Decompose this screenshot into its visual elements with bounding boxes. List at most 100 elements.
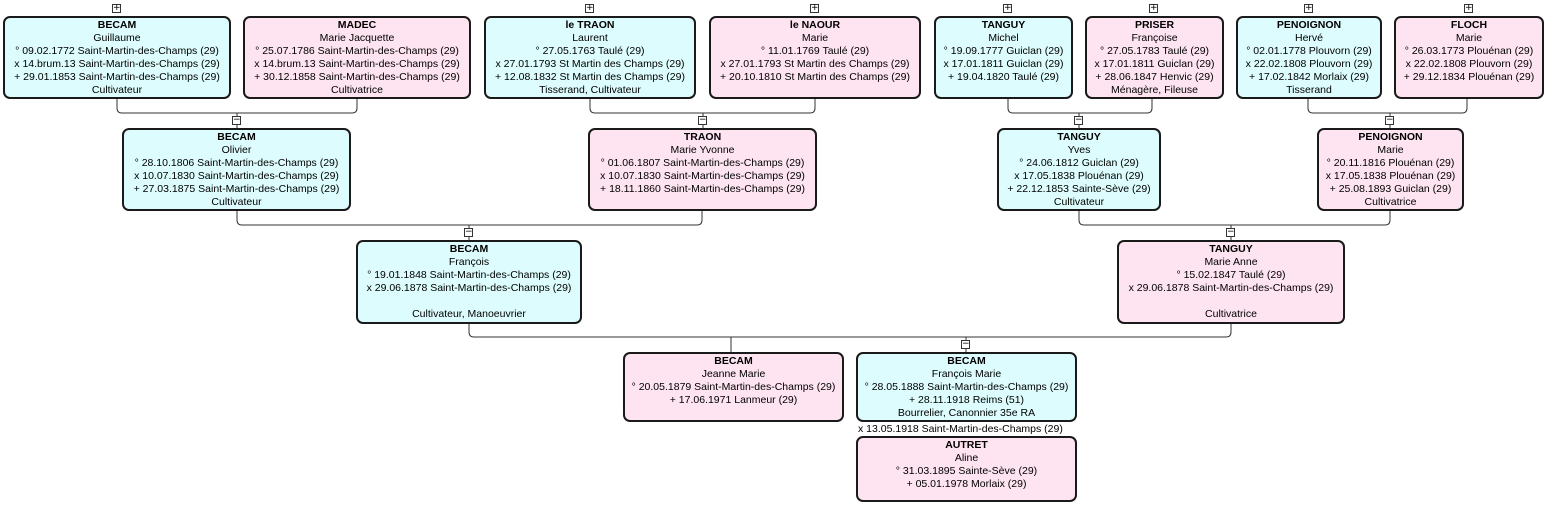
person-occupation: Cultivatrice — [1205, 308, 1257, 320]
person-death: + 28.11.1918 Reims (51) — [908, 394, 1025, 406]
person-occupation: Tisserand — [1286, 84, 1332, 96]
person-card[interactable]: BECAM Olivier ° 28.10.1806 Saint-Martin-… — [122, 128, 351, 211]
spouse-marriage: x 13.05.1918 Saint-Martin-des-Champs (29… — [858, 423, 1063, 435]
person-surname: TRAON — [683, 131, 722, 143]
expand-ancestors-button[interactable]: + — [585, 3, 594, 13]
person-card[interactable]: BECAM François ° 19.01.1848 Saint-Martin… — [356, 240, 582, 324]
expand-ancestors-button[interactable]: + — [1304, 3, 1313, 13]
person-marriage: x 17.01.1811 Guiclan (29) — [943, 58, 1064, 70]
person-given-name: Laurent — [572, 32, 608, 44]
person-card[interactable]: TANGUY Michel ° 19.09.1777 Guiclan (29) … — [934, 16, 1073, 99]
collapse-ancestors-button[interactable]: − — [1074, 115, 1083, 125]
person-birth: ° 19.01.1848 Saint-Martin-des-Champs (29… — [367, 269, 571, 281]
person-surname: FLOCH — [1450, 19, 1488, 31]
person-card[interactable]: PENOIGNON Hervé ° 02.01.1778 Plouvorn (2… — [1236, 16, 1382, 99]
collapse-ancestors-button[interactable]: − — [232, 115, 241, 125]
person-marriage: x 17.05.1838 Plouénan (29) — [1325, 170, 1456, 182]
person-marriage: x 22.02.1808 Plouvorn (29) — [1405, 58, 1533, 70]
person-card[interactable]: MADEC Marie Jacquette ° 25.07.1786 Saint… — [243, 16, 471, 99]
collapse-ancestors-button[interactable]: − — [698, 115, 707, 125]
person-card[interactable]: le TRAON Laurent ° 27.05.1763 Taulé (29)… — [484, 16, 696, 99]
person-birth: ° 28.05.1888 Saint-Martin-des-Champs (29… — [864, 381, 1069, 393]
person-occupation: Bourrelier, Canonnier 35e RA — [897, 407, 1036, 419]
person-birth: ° 11.01.1769 Taulé (29) — [760, 45, 870, 57]
person-card[interactable]: FLOCH Marie ° 26.03.1773 Plouénan (29) x… — [1394, 16, 1544, 99]
person-given-name: Guillaume — [93, 32, 141, 44]
person-marriage: x 29.06.1878 Saint-Martin-des-Champs (29… — [1128, 282, 1334, 294]
person-occupation: Tisserand, Cultivateur — [539, 84, 641, 96]
expand-ancestors-button[interactable]: + — [112, 3, 121, 13]
collapse-ancestors-button[interactable]: − — [961, 339, 970, 349]
person-surname: BECAM — [714, 355, 753, 367]
person-given-name: Françoise — [1131, 32, 1178, 44]
person-card[interactable]: PENOIGNON Marie ° 20.11.1816 Plouénan (2… — [1317, 128, 1464, 211]
person-marriage: x 14.brum.13 Saint-Martin-des-Champs (29… — [14, 58, 220, 70]
person-birth: ° 28.10.1806 Saint-Martin-des-Champs (29… — [134, 157, 339, 169]
person-marriage: x 10.07.1830 Saint-Martin-des-Champs (29… — [600, 170, 805, 182]
person-death: + 17.02.1842 Morlaix (29) — [1249, 71, 1369, 83]
person-card[interactable]: TANGUY Marie Anne ° 15.02.1847 Taulé (29… — [1117, 240, 1345, 324]
person-surname: le TRAON — [565, 19, 615, 31]
person-surname: BECAM — [97, 19, 137, 31]
person-surname: PENOIGNON — [1276, 19, 1342, 31]
collapse-ancestors-button[interactable]: − — [1226, 227, 1235, 237]
person-card[interactable]: PRISER Françoise ° 27.05.1783 Taulé (29)… — [1085, 16, 1224, 99]
person-given-name: François — [448, 256, 490, 268]
person-surname: PENOIGNON — [1358, 131, 1423, 143]
person-occupation: Ménagère, Fileuse — [1111, 84, 1198, 96]
person-given-name: Jeanne Marie — [701, 368, 766, 380]
person-occupation: Cultivatrice — [1364, 196, 1417, 208]
person-card[interactable]: TANGUY Yves ° 24.06.1812 Guiclan (29) x … — [997, 128, 1161, 211]
person-surname: le NAOUR — [789, 19, 841, 31]
person-surname: TANGUY — [981, 19, 1026, 31]
person-birth: ° 02.01.1778 Plouvorn (29) — [1246, 45, 1372, 57]
person-given-name: Michel — [988, 32, 1019, 44]
person-given-name: Marie Yvonne — [670, 144, 735, 156]
person-card[interactable]: BECAM Guillaume ° 09.02.1772 Saint-Marti… — [3, 16, 231, 99]
person-birth: ° 27.05.1763 Taulé (29) — [535, 45, 645, 57]
person-given-name: François Marie — [931, 368, 1002, 380]
person-marriage: x 22.02.1808 Plouvorn (29) — [1245, 58, 1373, 70]
spouse-card[interactable]: AUTRET Aline ° 31.03.1895 Sainte-Sève (2… — [856, 436, 1077, 502]
expand-ancestors-button[interactable]: + — [1003, 3, 1012, 13]
person-death — [1119, 295, 1343, 308]
person-given-name: Aline — [954, 452, 979, 464]
person-occupation: Cultivateur — [1053, 196, 1105, 208]
person-card[interactable]: le NAOUR Marie ° 11.01.1769 Taulé (29) x… — [709, 16, 921, 99]
collapse-ancestors-button[interactable]: − — [464, 227, 473, 237]
person-birth: ° 31.03.1895 Sainte-Sève (29) — [895, 465, 1038, 477]
person-given-name: Marie Jacquette — [319, 32, 395, 44]
person-card[interactable]: BECAM Jeanne Marie ° 20.05.1879 Saint-Ma… — [623, 352, 844, 422]
person-surname: PRISER — [1134, 19, 1175, 31]
person-death: + 27.03.1875 Saint-Martin-des-Champs (29… — [133, 183, 340, 195]
person-death: + 17.06.1971 Lanmeur (29) — [669, 394, 798, 406]
person-birth: ° 09.02.1772 Saint-Martin-des-Champs (29… — [15, 45, 219, 57]
person-death: + 18.11.1860 Saint-Martin-des-Champs (29… — [600, 183, 805, 195]
person-death: + 12.08.1832 St Martin des Champs (29) — [495, 71, 685, 83]
collapse-ancestors-button[interactable]: − — [1385, 115, 1394, 125]
person-death: + 30.12.1858 Saint-Martin-des-Champs (29… — [254, 71, 460, 83]
person-birth: ° 20.11.1816 Plouénan (29) — [1326, 157, 1455, 169]
person-given-name: Olivier — [221, 144, 252, 156]
person-surname: BECAM — [947, 355, 986, 367]
expand-ancestors-button[interactable]: + — [1464, 3, 1473, 13]
person-surname: TANGUY — [1057, 131, 1101, 143]
person-death: + 22.12.1853 Sainte-Sève (29) — [1007, 183, 1151, 195]
person-marriage: x 10.07.1830 Saint-Martin-des-Champs (29… — [134, 170, 339, 182]
person-birth: ° 20.05.1879 Saint-Martin-des-Champs (29… — [631, 381, 836, 393]
person-death: + 25.08.1893 Guiclan (29) — [1329, 183, 1452, 195]
person-birth: ° 15.02.1847 Taulé (29) — [1176, 269, 1286, 281]
person-occupation: Cultivateur — [91, 84, 143, 96]
person-marriage: x 29.06.1878 Saint-Martin-des-Champs (29… — [366, 282, 572, 294]
person-given-name: Marie — [801, 32, 829, 44]
person-card[interactable]: BECAM François Marie ° 28.05.1888 Saint-… — [856, 352, 1077, 422]
person-death: + 28.06.1847 Henvic (29) — [1095, 71, 1214, 83]
person-surname: AUTRET — [945, 439, 988, 451]
person-birth: ° 01.06.1807 Saint-Martin-des-Champs (29… — [600, 157, 805, 169]
person-marriage: x 17.05.1838 Plouénan (29) — [1014, 170, 1144, 182]
expand-ancestors-button[interactable]: + — [810, 3, 819, 13]
person-card[interactable]: TRAON Marie Yvonne ° 01.06.1807 Saint-Ma… — [588, 128, 817, 211]
expand-ancestors-button[interactable]: + — [1149, 3, 1158, 13]
person-occupation: Cultivateur — [211, 196, 262, 208]
